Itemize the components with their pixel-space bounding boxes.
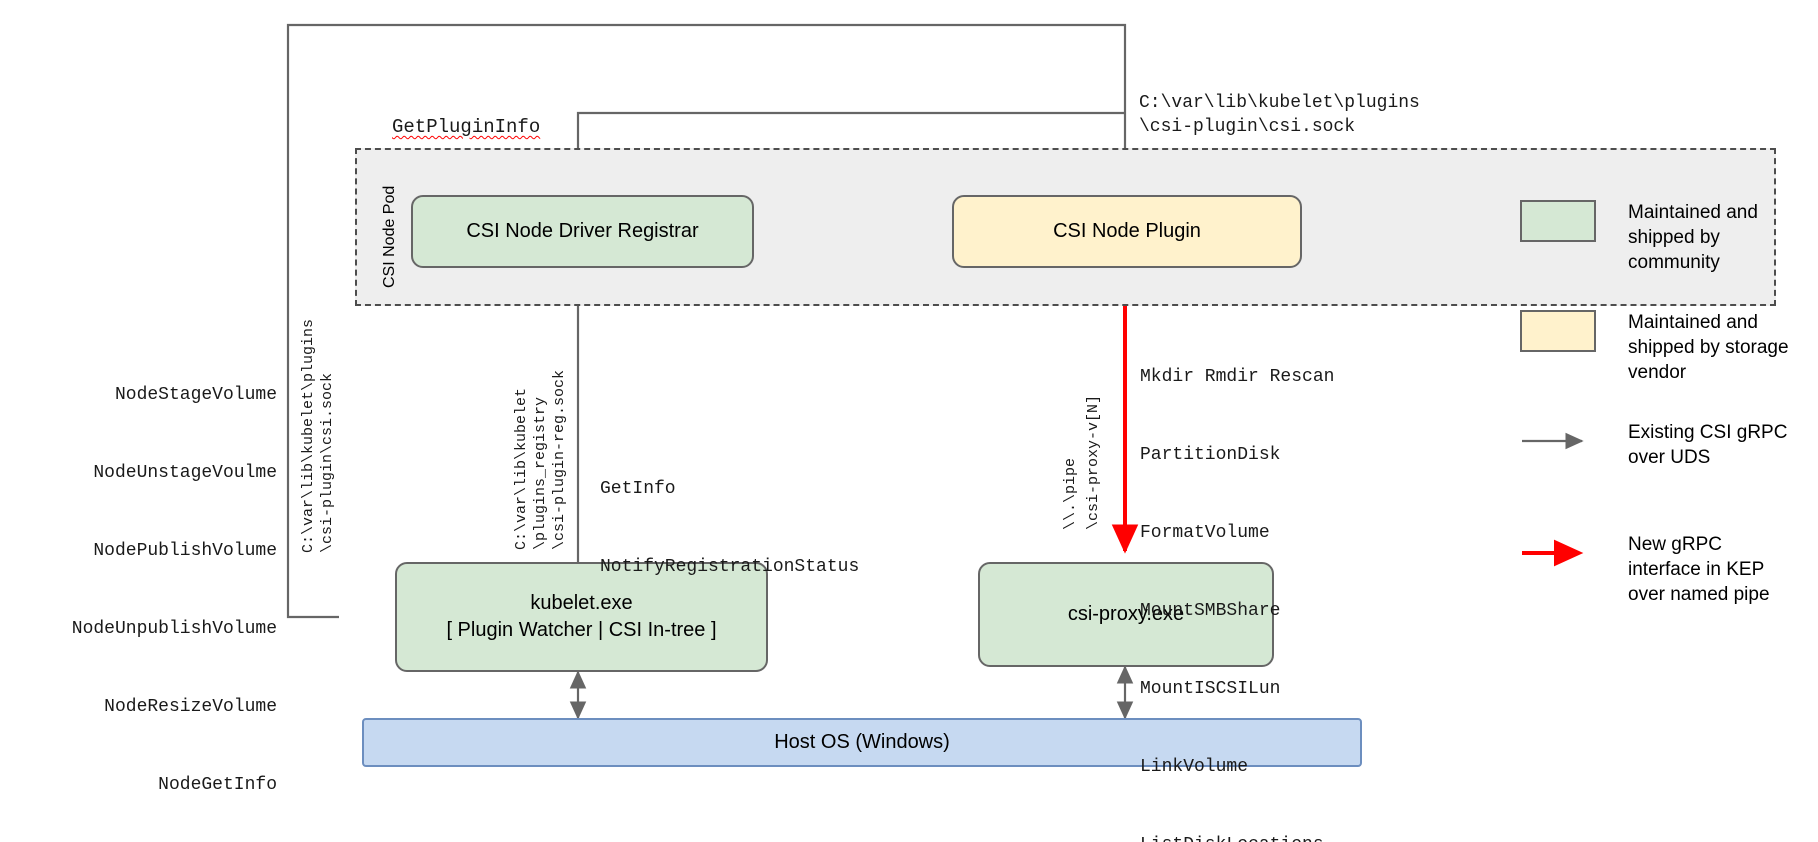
csi-node-service-call-list: NodeStageVolume NodeUnstageVoulme NodePu… bbox=[0, 330, 277, 842]
list-item-node-publish-volume: NodePublishVolume bbox=[93, 541, 277, 561]
list-item-mount-smb-share: MountSMBShare bbox=[1140, 601, 1281, 621]
node-csi-node-driver-registrar-label: CSI Node Driver Registrar bbox=[466, 220, 699, 242]
legend: Maintained and shipped by community Main… bbox=[1520, 160, 1810, 630]
list-item-notify-registration-status: NotifyRegistrationStatus bbox=[600, 557, 860, 577]
legend-arrow-red-icon bbox=[1520, 532, 1596, 574]
label-named-pipe-line2: \csi-proxy-v[N] bbox=[1085, 394, 1102, 530]
node-kubelet-exe[interactable]: kubelet.exe [ Plugin Watcher | CSI In-tr… bbox=[395, 562, 768, 672]
csi-node-pod-label: CSI Node Pod bbox=[381, 185, 398, 288]
list-item-get-info: GetInfo bbox=[600, 479, 676, 499]
legend-label-community: Maintained and shipped by community bbox=[1628, 202, 1758, 273]
list-item-node-unstage-volume: NodeUnstageVoulme bbox=[93, 463, 277, 483]
legend-label-existing-csi-grpc: Existing CSI gRPC over UDS bbox=[1628, 422, 1788, 468]
label-named-pipe-line1: \\.\pipe bbox=[1062, 457, 1079, 530]
node-csi-node-plugin[interactable]: CSI Node Plugin bbox=[952, 195, 1302, 268]
node-csi-node-plugin-label: CSI Node Plugin bbox=[1053, 220, 1201, 242]
label-kubelet-csi-socket-line2: \csi-plugin\csi.sock bbox=[319, 372, 336, 553]
legend-label-new-grpc: New gRPC interface in KEP over named pip… bbox=[1628, 534, 1770, 605]
legend-row-storage-vendor: Maintained and shipped by storage vendor bbox=[1520, 310, 1798, 385]
label-get-plugin-info: GetPluginInfo bbox=[392, 116, 541, 138]
node-host-os[interactable]: Host OS (Windows) bbox=[362, 718, 1362, 767]
list-item-node-get-info: NodeGetInfo bbox=[158, 775, 277, 795]
list-item-mount-iscsi-lun: MountISCSILun bbox=[1140, 679, 1281, 699]
registration-call-list: GetInfo NotifyRegistrationStatus bbox=[600, 424, 859, 632]
node-host-os-label: Host OS (Windows) bbox=[774, 731, 950, 753]
label-registry-socket-line3: \csi-plugin-reg.sock bbox=[551, 369, 568, 550]
legend-swatch-yellow-icon bbox=[1520, 310, 1596, 352]
legend-swatch-green-icon bbox=[1520, 200, 1596, 242]
legend-row-existing-csi-grpc: Existing CSI gRPC over UDS bbox=[1520, 420, 1798, 470]
list-item-node-stage-volume: NodeStageVolume bbox=[114, 385, 277, 405]
node-kubelet-exe-line2: [ Plugin Watcher | CSI In-tree ] bbox=[446, 619, 717, 641]
legend-arrow-gray-icon bbox=[1520, 420, 1596, 462]
list-item-node-unpublish-volume: NodeUnpublishVolume bbox=[71, 619, 277, 639]
label-node-plugin-socket-path-line2: \csi-plugin\csi.sock bbox=[1139, 117, 1356, 137]
csi-proxy-api-call-list: Mkdir Rmdir Rescan PartitionDisk FormatV… bbox=[1140, 312, 1334, 842]
node-csi-node-driver-registrar[interactable]: CSI Node Driver Registrar bbox=[411, 195, 754, 268]
list-item-node-resize-volume: NodeResizeVolume bbox=[104, 697, 277, 717]
list-item-mkdir-rmdir-rescan: Mkdir Rmdir Rescan bbox=[1140, 367, 1335, 387]
node-csi-proxy-exe-label: csi-proxy.exe bbox=[1067, 603, 1185, 625]
legend-label-storage-vendor: Maintained and shipped by storage vendor bbox=[1628, 312, 1789, 383]
list-item-link-volume: LinkVolume bbox=[1140, 757, 1249, 777]
legend-row-community: Maintained and shipped by community bbox=[1520, 200, 1798, 275]
node-csi-proxy-exe[interactable]: csi-proxy.exe bbox=[978, 562, 1274, 667]
list-item-format-volume: FormatVolume bbox=[1140, 523, 1270, 543]
label-node-plugin-socket-path-line1: C:\var\lib\kubelet\plugins bbox=[1139, 93, 1420, 113]
list-item-partition-disk: PartitionDisk bbox=[1140, 445, 1281, 465]
list-item-list-disk-locations: ListDiskLocations bbox=[1140, 832, 1334, 842]
node-kubelet-exe-line1: kubelet.exe bbox=[530, 592, 633, 614]
legend-row-new-grpc: New gRPC interface in KEP over named pip… bbox=[1520, 532, 1798, 607]
